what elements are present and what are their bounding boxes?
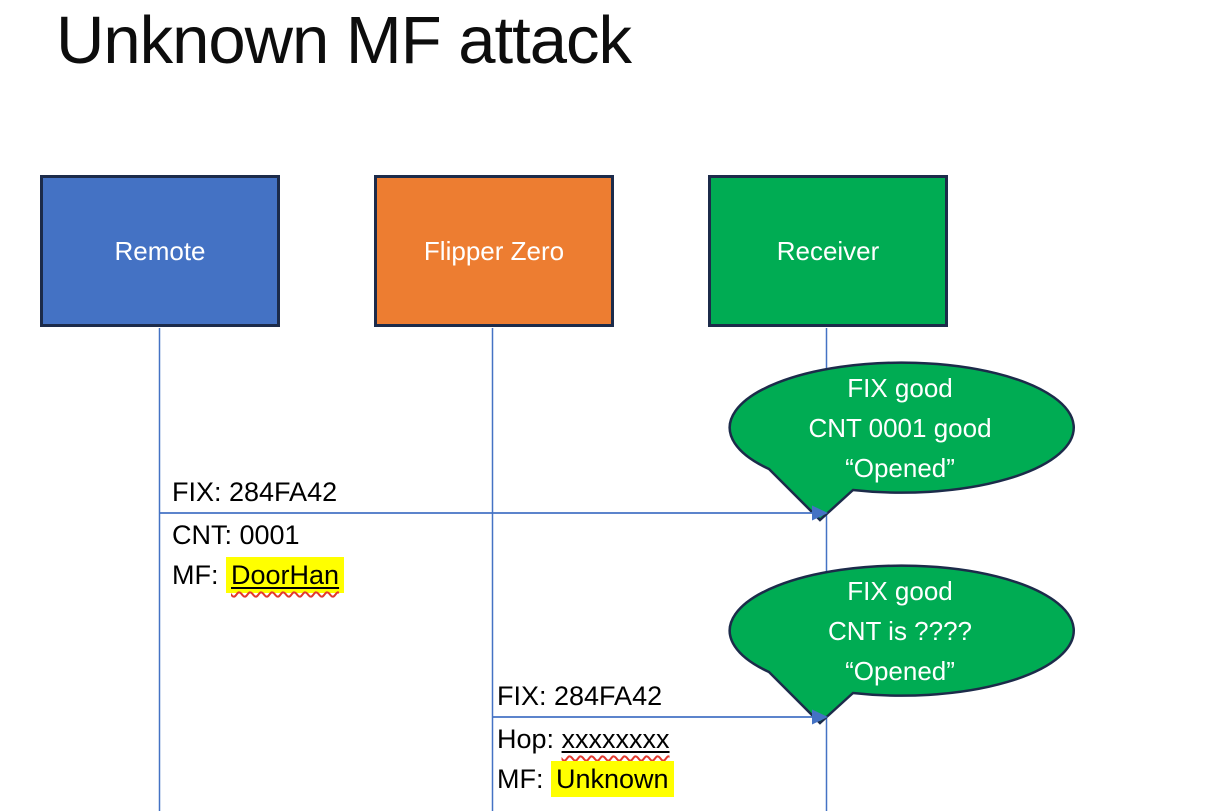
actor-label-flipper-zero: Flipper Zero (423, 235, 565, 266)
callout-2-line-3: “Opened” (845, 656, 955, 686)
callout-1-line-1: FIX good (847, 373, 953, 403)
message-1-cnt: CNT: 0001 (172, 520, 300, 550)
message-2-fix: FIX: 284FA42 (497, 681, 663, 711)
callout-1-line-3: “Opened” (845, 453, 955, 483)
actor-label-remote: Remote (114, 235, 206, 266)
message-2-hop-line: Hop: xxxxxxxx (497, 719, 674, 759)
message-2-mf-line: MF: Unknown (497, 759, 674, 799)
receiver-callout-1: FIX good CNT 0001 good “Opened” (728, 368, 1072, 488)
page-title: Unknown MF attack (56, 3, 632, 78)
message-1-mf-prefix: MF: (172, 560, 226, 590)
message-1-mf-line: MF: DoorHan (172, 555, 345, 595)
message-arrow-1-head (812, 505, 828, 521)
message-1-mf-value: DoorHan (231, 560, 340, 590)
receiver-callout-2: FIX good CNT is ???? “Opened” (728, 571, 1072, 691)
message-2-label-above: FIX: 284FA42 (497, 676, 662, 716)
message-2-hop-value: xxxxxxxx (561, 724, 670, 754)
message-2-mf-value-highlight: Unknown (551, 761, 674, 797)
actor-label-receiver: Receiver (776, 235, 880, 266)
speech-bubble-2 (728, 564, 1075, 725)
message-1-fix: FIX: 284FA42 (172, 477, 338, 507)
callout-1-line-2: CNT 0001 good (808, 413, 992, 443)
message-1-label-below: CNT: 0001 MF: DoorHan (172, 515, 345, 595)
actor-box-flipper-zero: Flipper Zero (374, 175, 614, 327)
message-1-mf-value-highlight: DoorHan (226, 557, 345, 593)
message-2-hop-value-marked: xxxxxxxx (562, 724, 670, 754)
message-2-hop-prefix: Hop: (497, 724, 562, 754)
callout-2-line-2: CNT is ???? (827, 616, 973, 646)
message-1-label-above: FIX: 284FA42 (172, 472, 337, 512)
message-2-mf-value: Unknown (556, 764, 669, 794)
actor-box-receiver: Receiver (708, 175, 948, 327)
message-2-label-below: Hop: xxxxxxxx MF: Unknown (497, 719, 674, 799)
actor-box-remote: Remote (40, 175, 280, 327)
message-2-mf-prefix: MF: (497, 764, 551, 794)
message-arrow-2-head (812, 709, 828, 725)
callout-2-line-1: FIX good (847, 576, 953, 606)
speech-bubble-1 (728, 361, 1075, 522)
